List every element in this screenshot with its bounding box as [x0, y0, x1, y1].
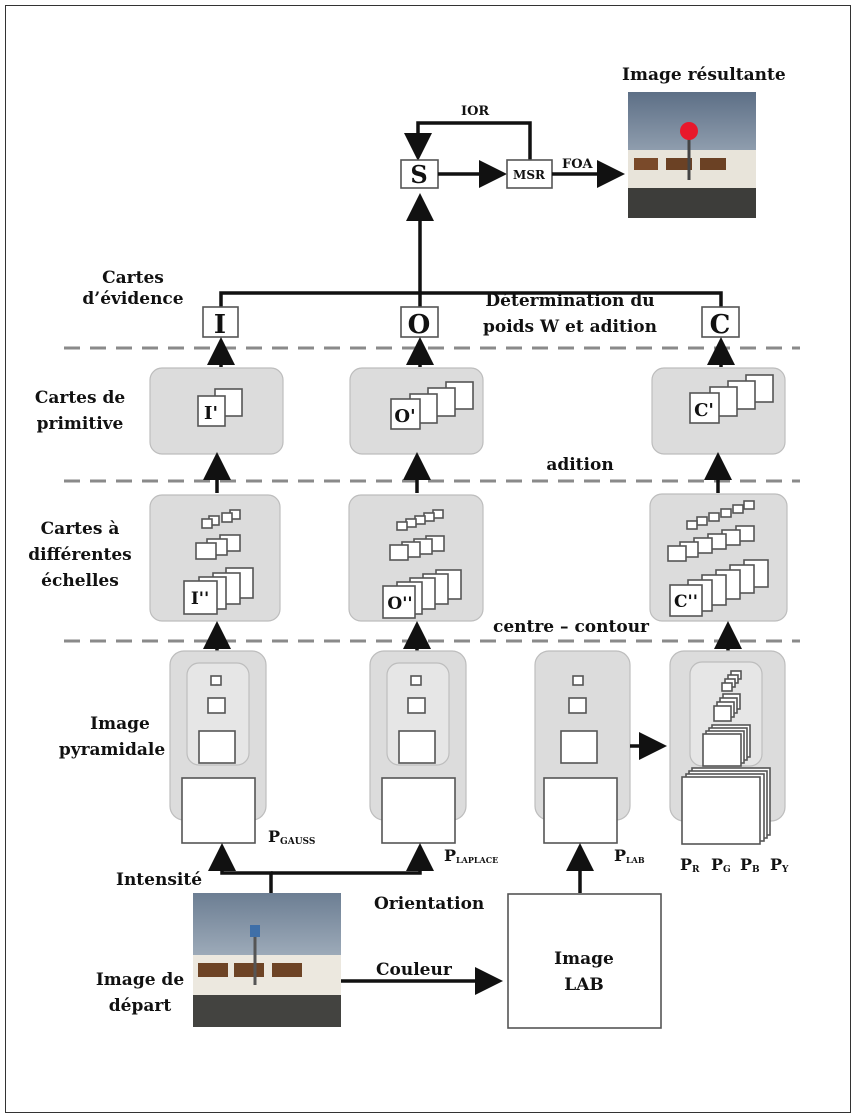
start-label-2: départ [109, 996, 172, 1016]
pyr-i-base [181, 777, 256, 844]
evidence-label-2: d’évidence [82, 289, 183, 309]
centre-contour-label: centre – contour [493, 617, 650, 637]
start-label-1: Image de [96, 970, 184, 990]
scales-label-1: Cartes à [41, 519, 120, 539]
p-laplace-label: PLAPLACE [444, 846, 498, 865]
p-lab-label: PLAB [614, 846, 645, 865]
pyr-lab-base [543, 777, 618, 844]
intensite-label: Intensité [116, 870, 202, 890]
result-image [628, 92, 756, 218]
scale-i-label: I'' [191, 589, 209, 609]
prim-c-label: C' [694, 400, 714, 421]
foa-label: FOA [562, 157, 594, 172]
arrow-to-orientation [271, 843, 434, 875]
primitive-label-2: primitive [37, 414, 124, 434]
msr-box [506, 159, 553, 189]
p-b-label: PB [740, 855, 760, 875]
prim-c-back2 [727, 380, 756, 410]
arrow-to-intensity [208, 843, 273, 893]
scales-label-2: différentes [28, 545, 132, 565]
s-label: S [410, 160, 427, 189]
figure-frame [5, 5, 851, 1113]
lab-image-box [507, 893, 662, 1029]
prim-o-front [390, 398, 421, 430]
scale-c-front [669, 584, 703, 617]
evidence-map-i [202, 306, 239, 338]
msr-label: MSR [513, 168, 546, 182]
result-image-label: Image résultante [622, 65, 786, 85]
couleur-label: Couleur [376, 960, 453, 980]
focus-marker [680, 122, 698, 140]
scales-label-3: échelles [41, 571, 119, 591]
scale-o-label: O'' [387, 594, 412, 614]
weight-label-2: poids W et adition [483, 317, 657, 337]
p-y-label: PY [770, 855, 789, 875]
prim-c-front [689, 392, 720, 424]
scale-o-front [382, 585, 416, 619]
p-r-label: PR [680, 855, 700, 875]
ior-label: IOR [461, 104, 489, 119]
prim-o-label: O' [394, 406, 415, 427]
pyr-label-1: Image [90, 714, 150, 734]
primitive-label-1: Cartes de [35, 388, 126, 408]
prim-i-label: I' [204, 403, 218, 424]
adition-label: adition [546, 455, 613, 475]
evidence-map-c-label: C [710, 310, 731, 340]
lab-label-2: LAB [564, 975, 604, 995]
weight-label-1: Détermination du [485, 291, 654, 311]
orientation-label: Orientation [374, 894, 484, 914]
p-gauss-label: PGAUSS [268, 827, 315, 847]
evidence-map-o [400, 306, 439, 338]
start-image [193, 893, 341, 1027]
lab-label-1: Image [554, 949, 614, 969]
evidence-map-i-label: I [214, 310, 226, 340]
scale-c-label: C'' [674, 592, 698, 612]
combine-line [219, 291, 723, 307]
evidence-label-1: Cartes [102, 268, 164, 288]
pyr-label-2: pyramidale [59, 740, 166, 760]
pyr-rgby-base [681, 776, 761, 845]
pyr-o-base [381, 777, 456, 844]
prim-i-front [197, 395, 226, 427]
ior-arrow [404, 121, 532, 161]
scale-i-front [183, 580, 218, 615]
p-g-label: PG [711, 855, 731, 875]
evidence-map-o-label: O [408, 310, 431, 340]
